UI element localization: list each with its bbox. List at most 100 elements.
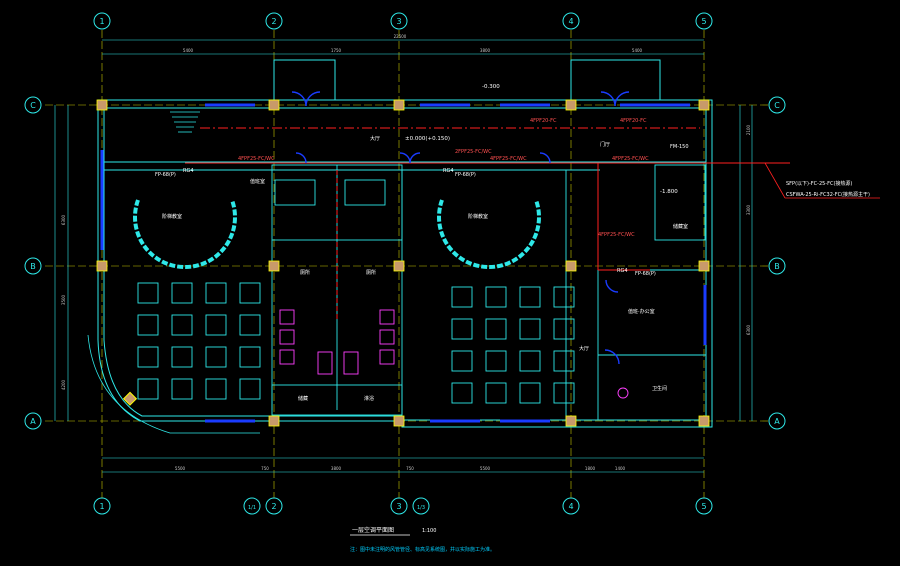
desk (171, 282, 193, 304)
axis-bubble: B (768, 257, 786, 275)
svg-text:2: 2 (271, 17, 276, 26)
riser-label: FM-150 (670, 144, 689, 150)
box-left: RG4 (183, 168, 194, 174)
desk (519, 350, 541, 372)
dimension-text: 6300 (746, 324, 751, 335)
structural-columns (96, 99, 710, 427)
axis-bubble: 2 (265, 497, 283, 515)
desk (137, 314, 159, 336)
room-storeroom: 储藏室 (673, 223, 688, 230)
svg-text:5: 5 (701, 17, 706, 26)
column (698, 260, 710, 272)
door-swings (291, 91, 630, 365)
axis-bubble: A (768, 412, 786, 430)
toilet-stall (379, 329, 395, 345)
drawing-note: 注：图中未注明的风管管径、标高见系统图，并以实际施工为准。 (350, 546, 495, 553)
svg-text:C: C (30, 101, 36, 110)
axis-bubble: 1/1 (243, 497, 261, 515)
dimension-text: 5400 (183, 48, 194, 53)
toilet-stall (379, 349, 395, 365)
desk-grid (137, 282, 575, 404)
desk (519, 286, 541, 308)
dimension-text: 2100 (746, 124, 751, 135)
dimension-text: 5500 (480, 466, 491, 471)
toilet-fixtures (279, 309, 629, 399)
room-right: 阶梯教室 (468, 213, 488, 220)
room-duty: 值班·办公室 (628, 308, 655, 315)
svg-text:C: C (774, 101, 780, 110)
level-canopy: -0.300 (482, 84, 500, 90)
seating-arcs (133, 199, 541, 269)
axis-bubble: 3 (390, 12, 408, 30)
desk (171, 314, 193, 336)
dimension-text: 3500 (61, 294, 66, 305)
dimension-text: 750 (406, 466, 414, 471)
svg-text:5: 5 (701, 502, 706, 511)
svg-text:2: 2 (271, 502, 276, 511)
desk (205, 346, 227, 368)
svg-text:3: 3 (396, 17, 401, 26)
room-wc2: 厕所 (366, 269, 376, 276)
column (565, 260, 577, 272)
room-left: 阶梯教室 (162, 213, 182, 220)
dimension-text: 3800 (480, 48, 491, 53)
desk (137, 346, 159, 368)
exterior-walls (87, 59, 713, 434)
desk (205, 282, 227, 304)
desk (485, 318, 507, 340)
level-room: -1.800 (660, 189, 678, 195)
annotation-leader (764, 162, 880, 199)
pipe-label-corridor-left: 4FPF25-FC/WC (238, 156, 275, 162)
column (393, 415, 405, 427)
dimension-text: 3300 (746, 204, 751, 215)
room-office: 值班室 (250, 178, 265, 185)
column (393, 99, 405, 111)
svg-text:B: B (30, 262, 36, 271)
column (268, 415, 280, 427)
unit-right: FP-68(P) (635, 271, 656, 277)
desk (239, 282, 261, 304)
dimension-text: 1400 (615, 466, 626, 471)
pipe-label-top-right2: 4FPF20-FC (620, 118, 647, 124)
interior-walls (104, 161, 706, 420)
column (565, 99, 577, 111)
dimension-text: 22500 (394, 34, 407, 39)
urinal (317, 351, 333, 375)
axis-bubble: C (768, 96, 786, 114)
desk (485, 286, 507, 308)
axis-bubble: C (24, 96, 42, 114)
pipe-label-mid-right: 4FPF25-FC/WC (598, 232, 635, 238)
axis-bubble: 1 (93, 497, 111, 515)
desk (205, 378, 227, 400)
svg-text:4: 4 (568, 17, 573, 26)
axis-bubble: 5 (695, 497, 713, 515)
desk (137, 282, 159, 304)
svg-text:1: 1 (99, 17, 104, 26)
axis-bubble: 1/3 (412, 497, 430, 515)
desk (519, 318, 541, 340)
column (698, 99, 710, 111)
axis-bubble: 3 (390, 497, 408, 515)
desk (239, 346, 261, 368)
washbasin (617, 387, 629, 399)
stair-symbol (170, 111, 200, 133)
room-hall-right: 大厅 (579, 345, 589, 352)
axis-bubble: 2 (265, 12, 283, 30)
desk (553, 350, 575, 372)
pipe-label-entry-right: 4FPF25-FC/WC (612, 156, 649, 162)
desk (239, 378, 261, 400)
supply-pipes (185, 127, 790, 320)
pipe-label-corridor-top: 2FPF25-FC/WC (455, 149, 492, 155)
desk (205, 314, 227, 336)
desk (171, 346, 193, 368)
dimension-text: 6300 (61, 214, 66, 225)
dimension-text: 4200 (61, 379, 66, 390)
column (96, 99, 108, 111)
svg-text:A: A (30, 417, 36, 426)
axis-bubble: 1 (93, 12, 111, 30)
desk (485, 350, 507, 372)
column (268, 260, 280, 272)
dimension-text: 1750 (331, 48, 342, 53)
